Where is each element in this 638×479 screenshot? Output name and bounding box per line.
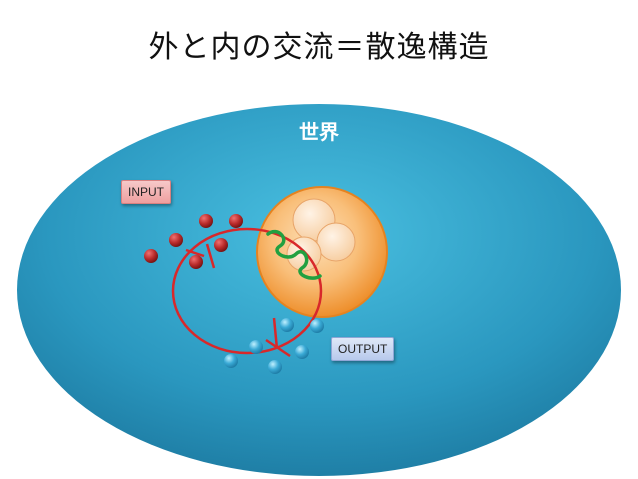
cell-organelle — [316, 222, 356, 262]
output-particle — [268, 360, 282, 374]
output-particle — [280, 318, 294, 332]
output-particle — [224, 354, 238, 368]
input-particle — [169, 233, 183, 247]
output-tick — [272, 317, 279, 350]
cycle-loop — [171, 227, 323, 355]
input-particle — [199, 214, 213, 228]
output-particle — [310, 319, 324, 333]
output-tick — [265, 338, 291, 358]
output-label: OUTPUT — [331, 337, 395, 361]
output-particle — [295, 345, 309, 359]
input-tick — [205, 243, 216, 269]
input-particle — [144, 249, 158, 263]
input-tick — [185, 248, 205, 258]
input-particle — [229, 214, 243, 228]
input-particle — [189, 255, 203, 269]
energy-wave — [266, 229, 322, 280]
output-particle — [249, 340, 263, 354]
slide-title: 外と内の交流＝散逸構造 — [148, 30, 490, 65]
input-label: INPUT — [121, 180, 171, 204]
world-label: 世界 — [299, 120, 339, 144]
input-particle — [214, 238, 228, 252]
